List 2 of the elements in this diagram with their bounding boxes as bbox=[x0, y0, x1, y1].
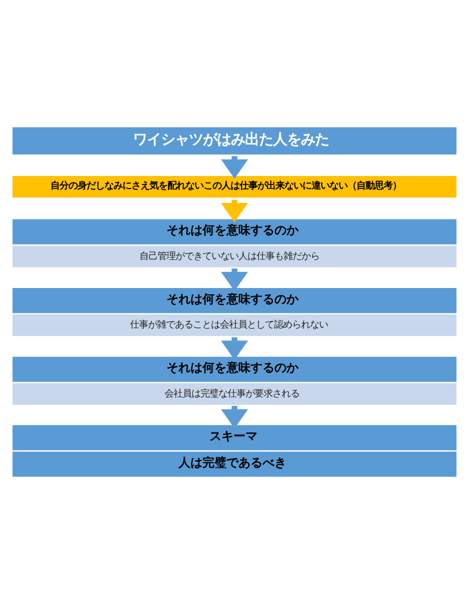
node-box: 自分の身だしなみにさえ気を配れないこの人は仕事が出来ないに違いない（自動思考） bbox=[12, 175, 456, 197]
node-box: ワイシャツがはみ出た人をみた bbox=[12, 126, 456, 154]
